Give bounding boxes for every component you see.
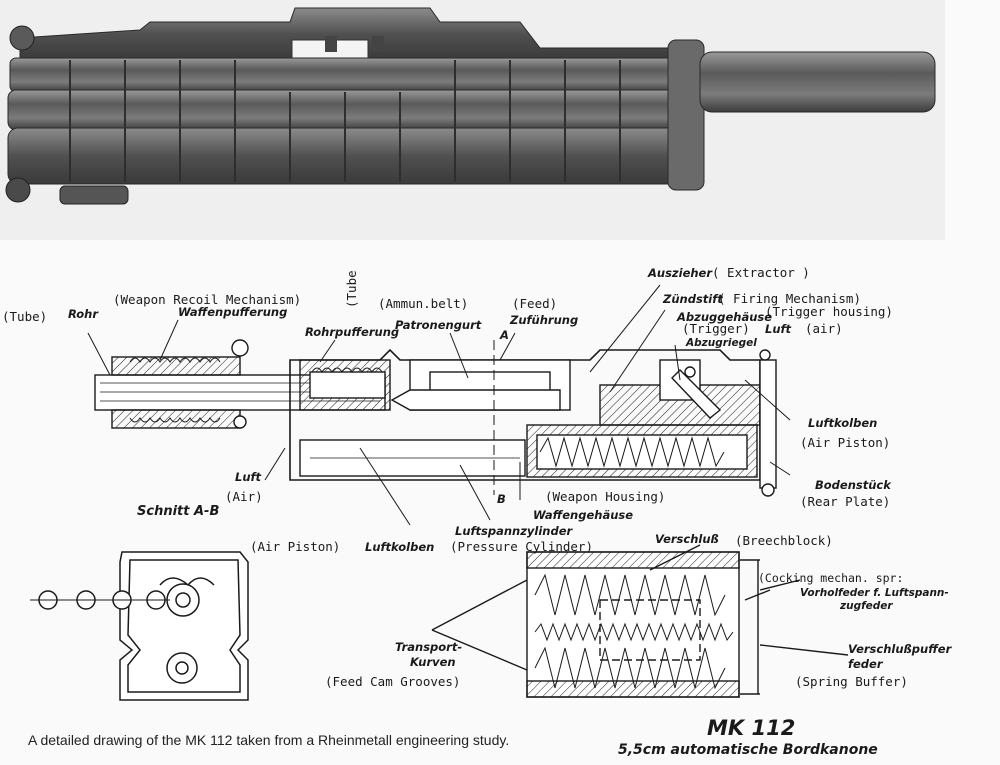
label-patronengurt: Patronengurt <box>395 318 482 332</box>
label-tube-left: (Tube) <box>2 309 48 324</box>
label-zugfeder: zugfeder <box>840 600 893 612</box>
label-trigger-housing: (Trigger housing) <box>765 304 893 319</box>
label-luftkolben-right: Luftkolben <box>808 416 878 430</box>
label-auszieher: Auszieher <box>648 266 713 280</box>
label-feder: feder <box>848 657 883 671</box>
label-luft-left: Luft <box>235 470 262 484</box>
label-feed: (Feed) <box>512 296 558 311</box>
label-transport: Transport- <box>395 640 463 654</box>
label-bodenstuck: Bodenstück <box>815 478 891 492</box>
label-kurven: Kurven <box>410 655 456 669</box>
label-pressure-cylinder: (Pressure Cylinder) <box>450 539 593 554</box>
label-ammun-belt: (Ammun.belt) <box>378 296 469 311</box>
drawing-title: MK 112 <box>707 716 796 740</box>
label-feed-cam-grooves: (Feed Cam Grooves) <box>325 674 461 689</box>
label-weapon-housing: (Weapon Housing) <box>545 489 666 504</box>
label-air-piston-left: (Air Piston) <box>250 539 341 554</box>
label-breechblock: (Breechblock) <box>735 533 833 548</box>
label-rohr: Rohr <box>68 307 99 321</box>
label-schnitt-a-b: Schnitt A-B <box>137 504 220 519</box>
label-tube-vertical: (Tube <box>344 270 359 308</box>
label-rear-plate: (Rear Plate) <box>800 494 891 509</box>
drawing-subtitle: 5,5cm automatische Bordkanone <box>618 742 878 758</box>
label-luftkolben-left: Luftkolben <box>365 540 435 554</box>
label-vorholfeder: Vorholfeder f. Luftspann- <box>800 587 949 599</box>
label-spring-buffer: (Spring Buffer) <box>795 674 908 689</box>
label-air-top: (air) <box>805 321 843 336</box>
label-section-b: B <box>497 492 506 506</box>
label-cocking-mechanism: (Cocking mechan. spr: <box>758 571 904 585</box>
label-luft-top: Luft <box>765 322 792 336</box>
breechblock-detail <box>431 544 849 698</box>
label-air-piston-right: (Air Piston) <box>800 435 891 450</box>
label-weapon-recoil: (Weapon Recoil Mechanism) <box>113 292 302 307</box>
cannon-photo <box>0 0 945 240</box>
label-verschluss: Verschluß <box>655 532 719 546</box>
label-firing-mechanism: ( Firing Mechanism) <box>718 291 861 306</box>
label-extractor: ( Extractor ) <box>712 265 810 280</box>
label-rohrpufferung: Rohrpufferung <box>305 325 400 339</box>
label-trigger: (Trigger) <box>682 321 750 336</box>
label-luftspannzylinder: Luftspannzylinder <box>455 524 573 538</box>
label-zundstift: Zündstift <box>663 292 723 306</box>
sectional-drawing <box>87 284 791 526</box>
label-abzuggehause: Abzuggehäuse <box>677 310 773 324</box>
label-section-a: A <box>500 328 509 342</box>
label-waffengehause: Waffengehäuse <box>533 508 634 522</box>
label-zufuhrung: Zuführung <box>510 313 579 327</box>
figure-caption: A detailed drawing of the MK 112 taken f… <box>28 732 510 748</box>
label-abzugriegel: Abzugriegel <box>686 337 757 349</box>
label-air-left: (Air) <box>225 489 263 504</box>
cross-section-a-b <box>30 551 249 701</box>
label-waffenpufferung: Waffenpufferung <box>178 305 288 319</box>
label-verschlusspuffer: Verschlußpuffer <box>848 642 952 656</box>
